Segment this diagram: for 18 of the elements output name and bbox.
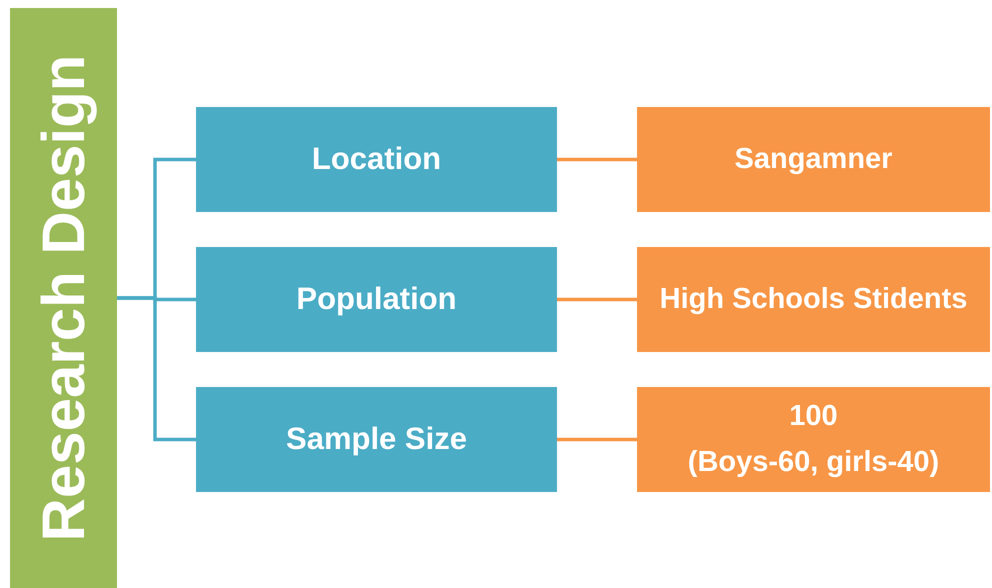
category-box <box>196 387 557 492</box>
box-label: Sample Size <box>286 422 467 457</box>
value-box <box>637 247 990 352</box>
box-label: Sangamner <box>734 144 892 176</box>
connector-line <box>557 438 637 442</box>
box-label: High Schools Stidents <box>660 284 968 316</box>
connector-line <box>117 296 196 442</box>
category-box <box>196 247 557 352</box>
value-box <box>637 387 990 492</box>
connector-line <box>557 298 637 302</box>
value-box <box>637 107 990 212</box>
category-box <box>196 107 557 212</box>
box-label: 100 <box>789 400 838 432</box>
box-label: Location <box>312 142 442 177</box>
title-bar <box>10 8 117 588</box>
box-label: (Boys-60, girls-40) <box>688 446 940 478</box>
connector-line <box>557 158 637 162</box>
box-label: Population <box>296 282 457 317</box>
